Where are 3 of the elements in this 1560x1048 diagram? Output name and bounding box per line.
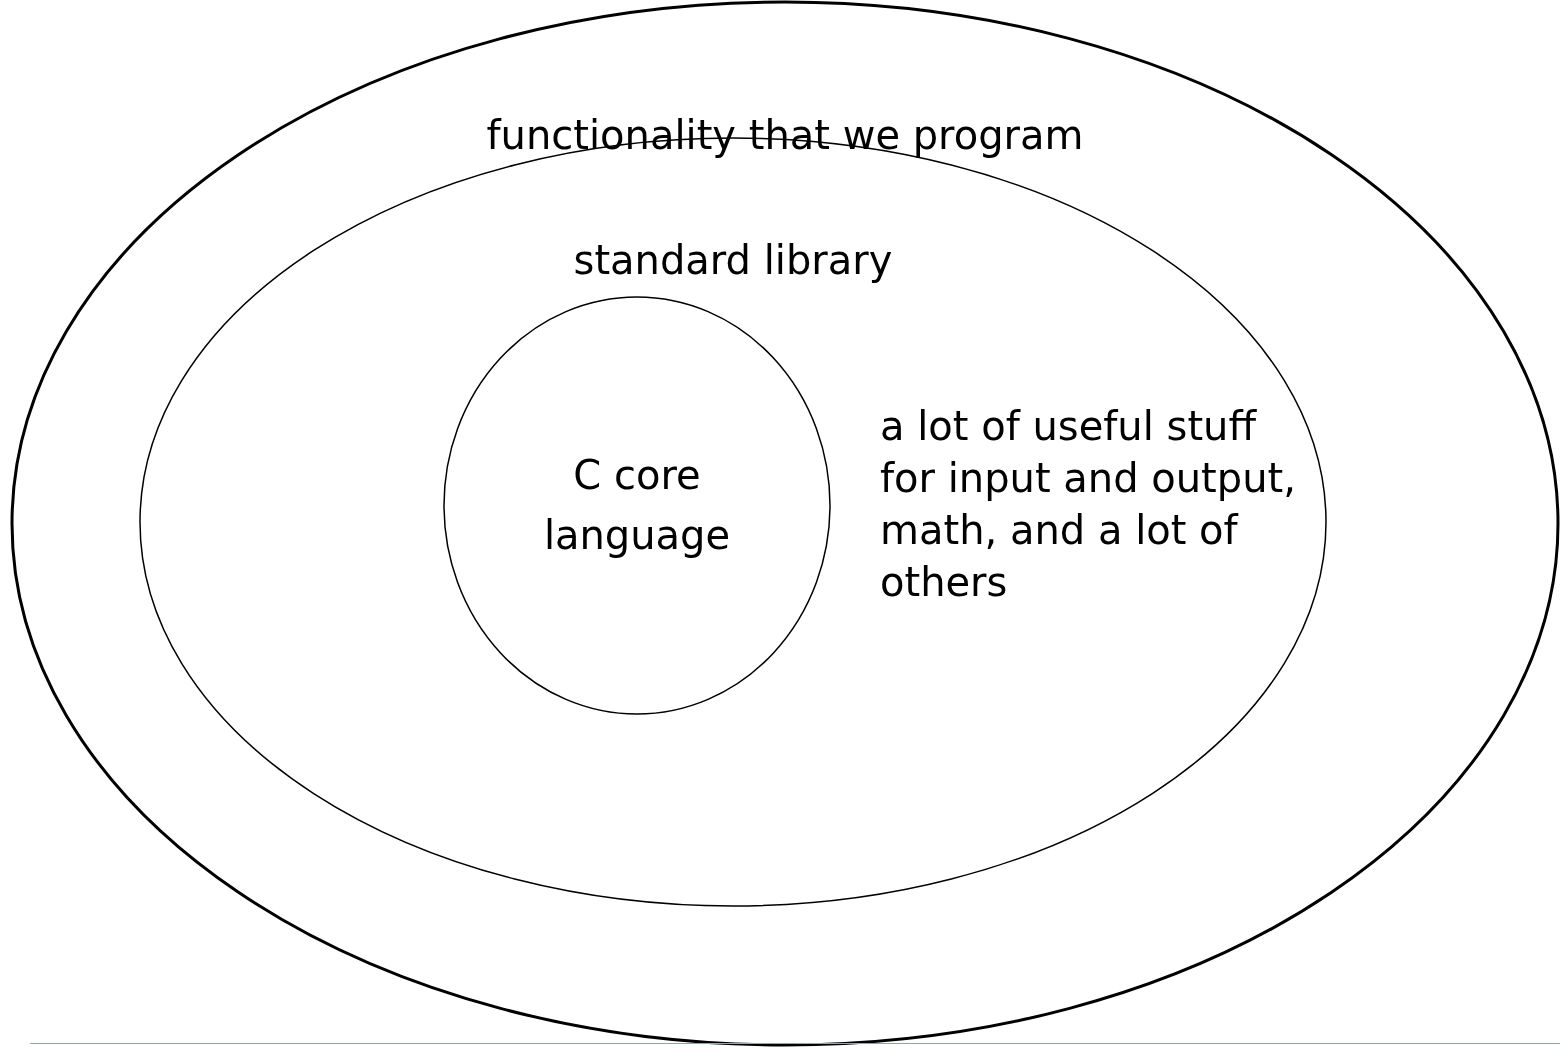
inner-label: C core language (542, 451, 732, 560)
middle-label: standard library (572, 236, 894, 285)
description-text: a lot of useful stuff for input and output, math, and a lot of others (880, 402, 1297, 607)
